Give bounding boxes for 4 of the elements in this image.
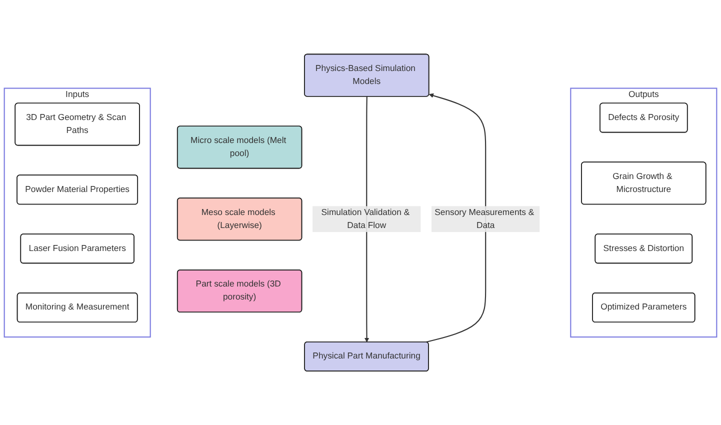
arrow (364, 96, 370, 342)
arrow (426, 93, 486, 343)
edge-label: Sensory Measurements & Data (434, 208, 534, 230)
edge-label: Simulation Validation & Data Flow (321, 208, 410, 230)
